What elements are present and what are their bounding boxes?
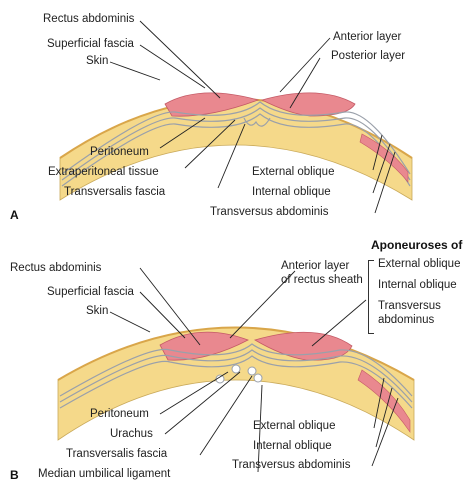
label-b-transversalis-fascia: Transversalis fascia [66,448,168,460]
panel-a-sheath-1 [61,101,411,175]
panel-b-side-muscle [357,369,411,433]
label-a-skin: Skin [86,55,109,67]
label-b-internal-oblique: Internal oblique [253,440,332,452]
panel-a-rectus-right [260,92,356,117]
label-b-apo-transversus-line1: Transversus [378,300,441,312]
panel-b-diagram [57,326,415,441]
panel-b-sheath-2 [59,349,413,403]
panel-b-urachus-right [253,373,263,383]
panel-a-letter: A [10,208,19,222]
label-a-anterior-layer: Anterior layer [333,31,402,43]
label-b-transversus-abdominis: Transversus abdominis [232,459,351,471]
label-b-apo-internal-oblique: Internal oblique [378,279,457,291]
label-a-rectus-abdominis: Rectus abdominis [43,13,135,25]
panel-a-sheath-3 [61,113,411,187]
panel-b-letter: B [10,468,19,482]
panel-b-urachus-center [247,366,257,376]
panel-a-umbilical-notch [243,117,271,127]
label-b-apo-external-oblique: External oblique [378,258,461,270]
panel-b-skin-line [57,326,415,381]
panel-b-sheath-1 [59,343,413,397]
label-a-posterior-layer: Posterior layer [331,50,406,62]
label-a-superficial-fascia: Superficial fascia [47,38,134,50]
panel-a-diagram [59,92,413,201]
label-b-urachus: Urachus [110,428,153,440]
label-b-external-oblique: External oblique [253,420,336,432]
label-b-superficial-fascia: Superficial fascia [47,286,134,298]
label-b-skin: Skin [86,305,109,317]
label-a-internal-oblique: Internal oblique [252,186,331,198]
label-b-anterior-layer-line1: Anterior layer [281,260,350,272]
panel-a-leader-lines [109,20,396,214]
label-b-peritoneum: Peritoneum [90,408,149,420]
panel-a-sheath-2 [61,107,411,181]
label-b-anterior-layer-line2: of rectus sheath [281,274,363,286]
panel-a-rectus-left [164,92,260,117]
label-b-rectus-abdominis: Rectus abdominis [10,262,102,274]
label-a-external-oblique: External oblique [252,166,335,178]
label-a-transversalis-fascia: Transversalis fascia [64,186,166,198]
panel-a-side-muscle [359,133,409,183]
label-b-aponeuroses-heading: Aponeuroses of [371,238,463,252]
label-a-peritoneum: Peritoneum [90,146,149,158]
aponeuroses-bracket [368,260,374,334]
panel-b-leader-lines [109,267,399,473]
panel-b-sheath-3 [59,355,413,409]
panel-b-urachus-left [231,364,241,374]
label-a-extraperitoneal-tissue: Extraperitoneal tissue [48,166,159,178]
label-a-transversus-abdominis: Transversus abdominis [210,206,329,218]
label-b-apo-transversus-line2: abdominus [378,314,435,326]
panel-b-rectus-left [159,331,249,361]
label-b-median-umbilical-ligament: Median umbilical ligament [38,468,171,480]
